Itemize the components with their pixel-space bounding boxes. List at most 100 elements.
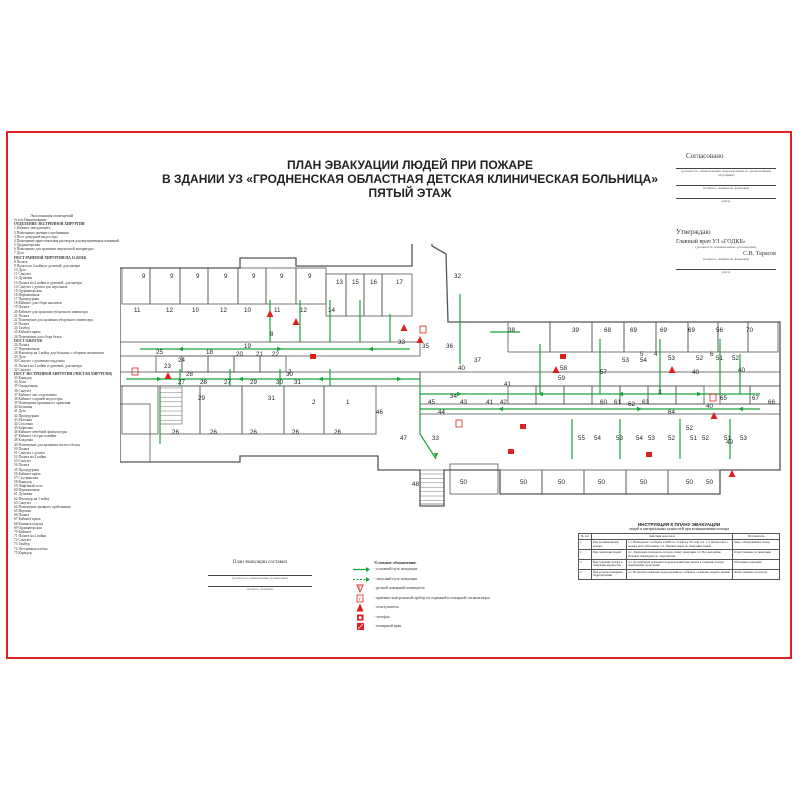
extinguisher-icon — [352, 603, 372, 613]
explication-item: 67 Кабинет врача — [14, 517, 41, 522]
explication-item: 73 Тамбур — [14, 542, 30, 547]
room-number: 56 — [716, 327, 723, 334]
explication-item: 41 Душ — [14, 409, 26, 414]
room-number: 66 — [768, 399, 775, 406]
room-number: 17 — [396, 279, 403, 286]
manual-call-point-icon — [131, 367, 139, 376]
room-number: 20 — [236, 351, 243, 358]
evacuation-route — [419, 379, 437, 460]
explication-item: 15 Ординаторская — [14, 288, 42, 293]
approved-name-sub: (подпись, инициалы, фамилия) — [702, 257, 750, 261]
room-number: 15 — [352, 279, 359, 286]
explication-item: 34 Холл — [14, 380, 27, 385]
room-wall — [259, 355, 287, 373]
explication-item: 19 Палата — [14, 305, 30, 310]
room-wall — [583, 469, 627, 495]
instructions-header-row: № п/п Действия персонала Исполнитель — [578, 532, 780, 541]
explication-item: 52 Палата на 2 койки — [14, 455, 47, 460]
explication-item: 51 Санузел с душем — [14, 450, 45, 455]
symbol-label: - телефон — [374, 614, 390, 619]
room-number: 69 — [688, 327, 695, 334]
explication-item: 58 Коридор — [14, 480, 32, 484]
room-number: 52 — [696, 355, 703, 362]
symbol-row: Y- приёмно-контрольный прибор по охранно… — [352, 594, 512, 604]
room-number: 42 — [500, 399, 507, 406]
explication-item: 12 Душевая — [14, 276, 33, 281]
explication-item: 4 Помещение приготовления растворов для … — [14, 238, 119, 243]
symbol-label: - запасный путь эвакуации — [374, 576, 418, 581]
room-number: 65 — [720, 395, 727, 402]
explication-item: 17 Процедурная — [14, 297, 39, 302]
instructions-when: При эвакуации людей — [591, 549, 627, 561]
explication-section: ПОСТ ОЖОГОВ — [14, 338, 42, 343]
svg-text:Y: Y — [358, 585, 361, 590]
room-wall — [749, 385, 781, 405]
explication-item: 27 Перевязочная — [14, 347, 40, 351]
instructions-text: 3.1. До прибытия пожарных подразделений … — [626, 559, 733, 570]
explication-item: 23 Палата — [14, 322, 30, 327]
explication-item: 71 Палата на 2 койки — [14, 534, 47, 539]
room-number: 8 — [270, 331, 274, 338]
room-number: 26 — [334, 429, 341, 436]
fire-hydrant-icon — [352, 622, 372, 632]
room-number: 43 — [460, 399, 467, 406]
extinguisher-icon — [552, 366, 560, 373]
instructions-when: При возникновении пожара — [591, 539, 627, 551]
instructions-block: ИНСТРУКЦИЯ К ПЛАНУ ЭВАКУАЦИИ людей и мат… — [578, 522, 780, 580]
room-number: 53 — [648, 435, 655, 442]
symbol-row: Y- ручной пожарный извещатель — [352, 584, 512, 594]
explication-item: 13 Палата на 2 койки и душевой, для мате… — [14, 280, 82, 285]
manual-call-point-icon: Y — [352, 584, 372, 594]
room-number: 11 — [134, 307, 141, 314]
agreed-sub-3: (дата) — [721, 199, 731, 203]
room-number: 26 — [172, 429, 179, 436]
agreed-line — [676, 177, 776, 186]
room-number: 30 — [286, 371, 293, 378]
room-number: 6 — [710, 351, 714, 358]
room-wall — [747, 321, 779, 353]
route-arrow-icon — [618, 391, 623, 397]
route-arrow-icon — [738, 406, 743, 412]
explication-item: 21 Палата — [14, 313, 30, 318]
room-number: 31 — [294, 379, 301, 386]
room-number: 5 — [640, 351, 644, 358]
room-number: 25 — [156, 349, 163, 356]
room-number: 12 — [166, 307, 173, 314]
room-number: 11 — [274, 307, 281, 314]
instructions-text: 1.1. Немедленно сообщить в МЧС по телефо… — [626, 539, 733, 551]
explication-item: 42 Процедурная — [14, 413, 39, 418]
explication-item: 31 Палата на 2 койки и душевой, для мате… — [14, 363, 82, 368]
agreed-block: Согласовано (должность, наименование под… — [676, 152, 776, 203]
room-number: 54 — [636, 435, 643, 442]
stair-well — [159, 385, 183, 425]
room-number: 36 — [446, 343, 453, 350]
explication-item: 64 Помещение дневного пребывания — [14, 504, 71, 509]
route-arrow-icon — [697, 391, 702, 397]
room-number: 33 — [398, 339, 405, 346]
instructions-header-executor: Исполнитель — [732, 532, 780, 541]
room-wall — [381, 273, 413, 317]
instructions-executor: Ответственные за встречу — [732, 568, 780, 580]
manual-call-point-icon — [455, 419, 463, 428]
explication-item: 39 Помещение временного хранения — [14, 401, 71, 406]
evacuation-routes — [126, 294, 760, 460]
room-number: 35 — [422, 343, 429, 350]
explication-item: 66 Палата — [14, 513, 30, 518]
agreed-line — [676, 160, 776, 169]
phone-icon — [508, 449, 514, 454]
symbol-label: - основной путь эвакуации — [374, 567, 418, 571]
compiled-heading: План эвакуации составил — [232, 560, 288, 565]
room-number: 22 — [272, 351, 279, 358]
explication-columns: № п/п Наименование — [14, 218, 47, 223]
room-wall — [159, 385, 201, 435]
agreed-heading: Согласовано — [686, 152, 724, 160]
explication-item: 9 Палата на 2 койки и душевой, для матер… — [14, 263, 81, 268]
explication-item: 20 Кабинет для хранения уборочного инвен… — [14, 309, 88, 314]
room-number: 12 — [300, 307, 307, 314]
explication-item: 75 Коридор — [14, 550, 32, 555]
explication-item: 68 Комната отдыха — [14, 521, 44, 526]
